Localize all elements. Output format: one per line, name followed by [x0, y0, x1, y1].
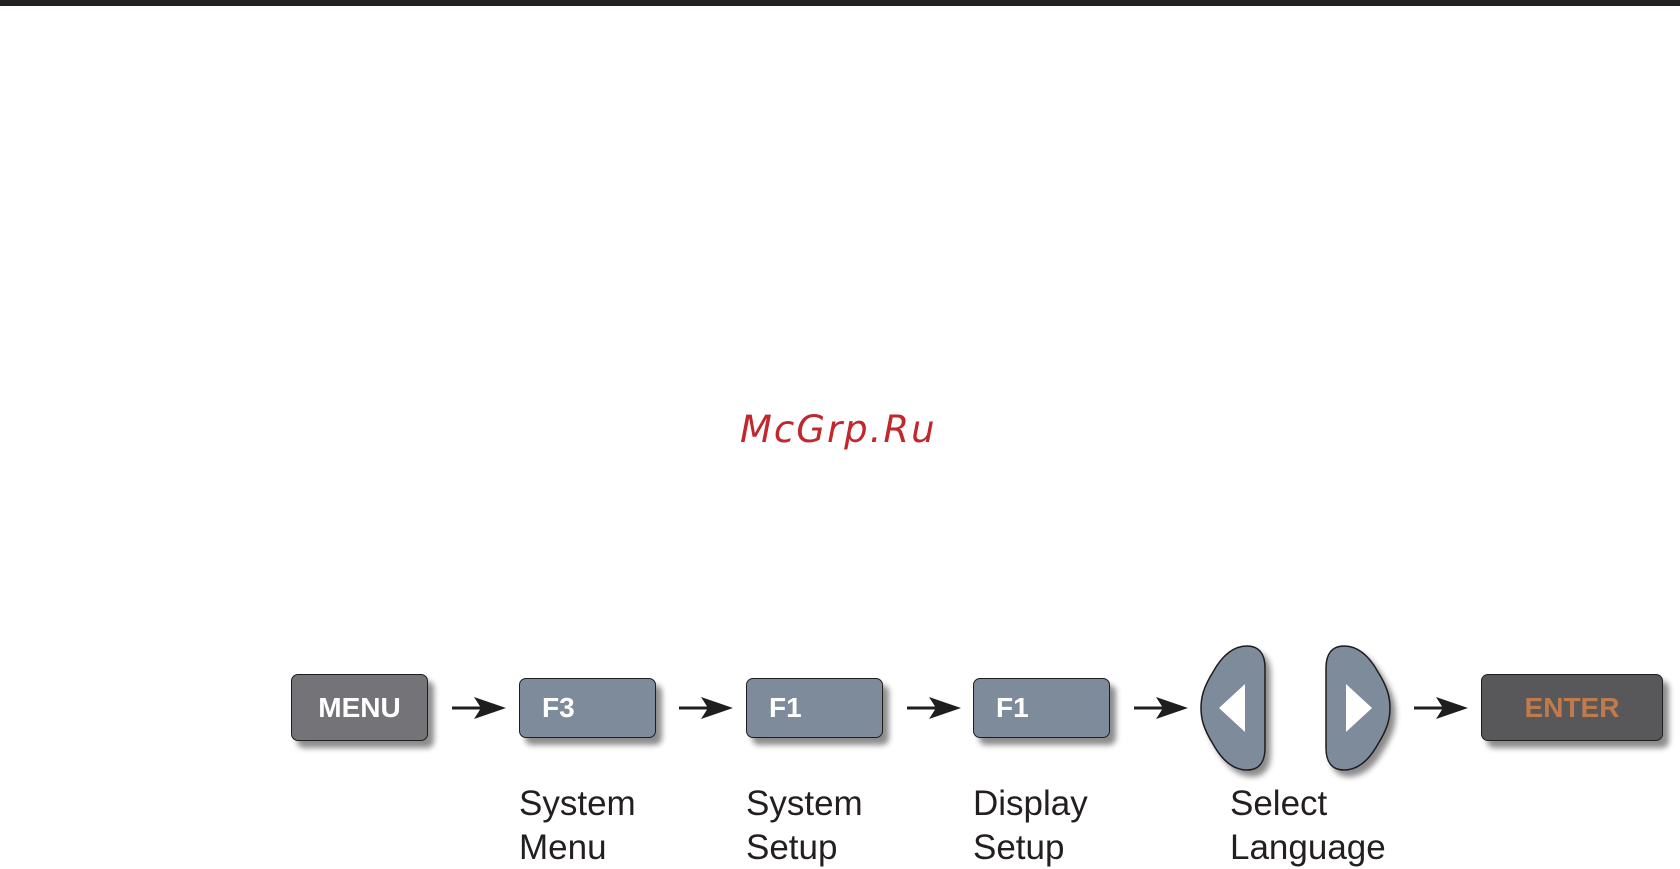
menu-key: MENU [291, 674, 428, 741]
step-label-line: Display [973, 782, 1088, 826]
step-label-select-language: Select Language [1230, 782, 1386, 869]
step-label-line: Setup [746, 826, 863, 869]
step-label-line: Language [1230, 826, 1386, 869]
step-label-system-menu: System Menu [519, 782, 636, 869]
f1-key-display-setup: F1 [973, 678, 1110, 738]
step-label-line: System [519, 782, 636, 826]
step-label-line: Menu [519, 826, 636, 869]
step-label-line: System [746, 782, 863, 826]
flow-arrow-icon [679, 695, 733, 721]
step-label-line: Select [1230, 782, 1386, 826]
step-label-display-setup: Display Setup [973, 782, 1088, 869]
flow-arrow-icon [452, 695, 506, 721]
flow-arrow-icon [907, 695, 961, 721]
step-label-system-setup: System Setup [746, 782, 863, 869]
right-arrow-key-icon [1322, 644, 1392, 772]
step-label-line: Setup [973, 826, 1088, 869]
flow-arrow-icon [1134, 695, 1188, 721]
top-rule [0, 0, 1680, 6]
f3-key: F3 [519, 678, 656, 738]
flow-arrow-icon [1414, 695, 1468, 721]
watermark: McGrp.Ru [740, 408, 937, 451]
enter-key: ENTER [1481, 674, 1663, 741]
f1-key-system-setup: F1 [746, 678, 883, 738]
left-arrow-key-icon [1199, 644, 1269, 772]
